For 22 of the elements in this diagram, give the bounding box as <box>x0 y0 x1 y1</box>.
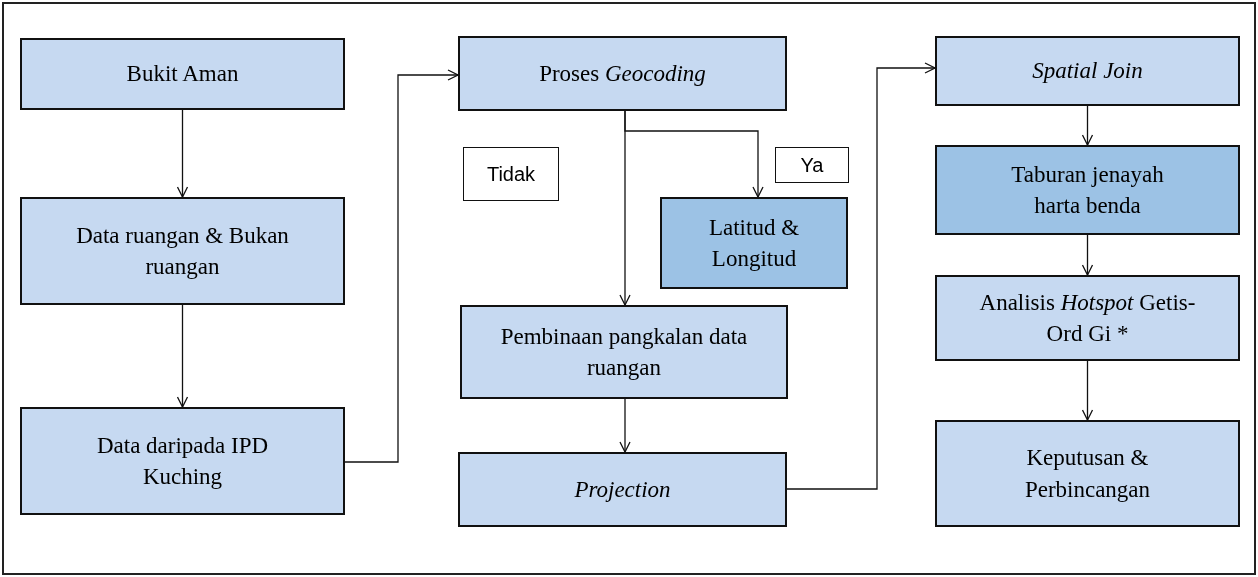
option-label: Ya <box>775 147 849 183</box>
arrow <box>1081 105 1094 146</box>
process-box: Projection <box>458 452 787 527</box>
arrow <box>176 304 189 408</box>
option-label: Tidak <box>463 147 559 201</box>
process-box: Data ruangan & Bukan ruangan <box>20 197 345 305</box>
arrow <box>786 62 936 490</box>
data-box: Latitud & Longitud <box>660 197 848 289</box>
process-box: Taburan jenayah harta benda <box>935 145 1240 235</box>
process-box: Data daripada IPD Kuching <box>20 407 345 515</box>
arrow <box>624 110 764 198</box>
process-box: Proses Geocoding <box>458 36 787 111</box>
process-box: Bukit Aman <box>20 38 345 110</box>
arrow <box>1081 234 1094 276</box>
arrow <box>1081 360 1094 421</box>
arrow <box>619 398 631 453</box>
process-box: Keputusan & Perbincangan <box>935 420 1240 527</box>
process-box: Pembinaan pangkalan data ruangan <box>460 305 788 399</box>
process-box: Spatial Join <box>935 36 1240 106</box>
arrow <box>176 109 189 198</box>
arrow <box>344 69 459 463</box>
process-box: Analisis Hotspot Getis-Ord Gi * <box>935 275 1240 361</box>
